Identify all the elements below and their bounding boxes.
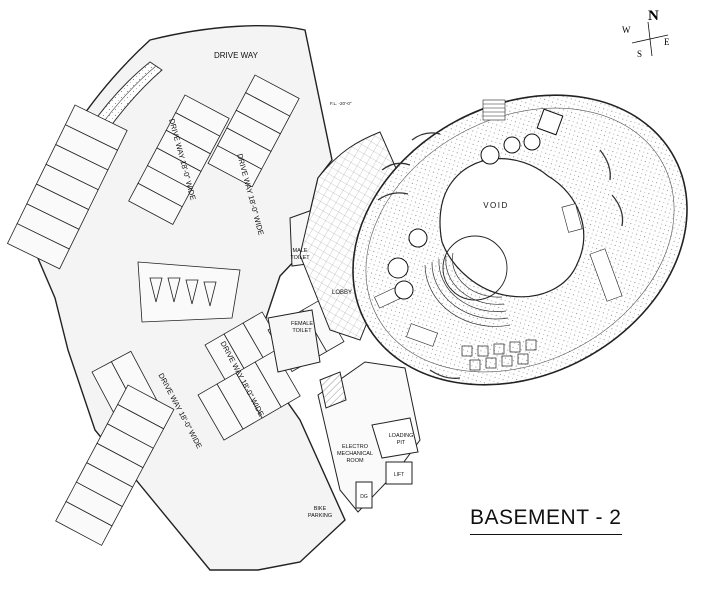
dg-label: DG: [360, 494, 368, 500]
bike-parking-label-2: PARKING: [308, 513, 332, 519]
planter-trees: [387, 108, 564, 300]
loading-pit-label-2: PIT: [397, 440, 406, 446]
parking-row-center-1: [128, 74, 300, 225]
parking-row-left: [6, 104, 128, 270]
loading-pit: [371, 417, 419, 459]
stair-core: [319, 371, 347, 409]
compass-rose: N E S W: [622, 8, 670, 59]
lift-label: LIFT: [394, 472, 404, 478]
lobby-label: LOBBY: [332, 290, 352, 296]
stair-flights: [374, 99, 623, 347]
electro-room-label-3: ROOM: [346, 458, 364, 464]
plan-title: BASEMENT - 2: [470, 506, 622, 529]
dg-set: [355, 481, 373, 509]
female-toilet-label-2: TOILET: [292, 328, 312, 334]
lift-core: [385, 461, 413, 485]
male-toilet-label-2: TOILET: [290, 255, 310, 261]
tree-icon: [503, 136, 521, 154]
compass-west-label: W: [622, 25, 631, 35]
void: [439, 158, 585, 298]
female-toilet: [267, 309, 321, 373]
loading-pit-label-1: LOADING: [389, 433, 414, 439]
compass-south-label: S: [637, 49, 642, 59]
tree-icon: [394, 280, 414, 300]
electro-room-label-2: MECHANICAL: [337, 451, 373, 457]
amphitheatre-steps: [424, 235, 511, 327]
compass-north-label: N: [648, 8, 659, 24]
tree-icon: [408, 228, 428, 248]
landscape-arcs: [377, 132, 624, 379]
atrium: [352, 94, 688, 386]
female-toilet-label: FEMALE: [291, 321, 313, 327]
drive-way-top-label: DRIVE WAY: [214, 51, 259, 60]
tree-icon: [387, 257, 409, 279]
title-underline: [470, 534, 622, 535]
level-note: F.L. -20'-0": [330, 101, 352, 106]
tree-icon: [480, 145, 500, 165]
tree-icon: [523, 133, 541, 151]
male-toilet-label: MALE: [293, 248, 308, 254]
seating-group: [461, 339, 537, 371]
void-label: VOID: [483, 201, 509, 210]
electro-room-label-1: ELECTRO: [342, 444, 369, 450]
compass-east-label: E: [664, 37, 670, 47]
parking-island: [137, 261, 241, 323]
planter-square: [536, 108, 564, 136]
bike-parking-label-1: BIKE: [314, 506, 327, 512]
